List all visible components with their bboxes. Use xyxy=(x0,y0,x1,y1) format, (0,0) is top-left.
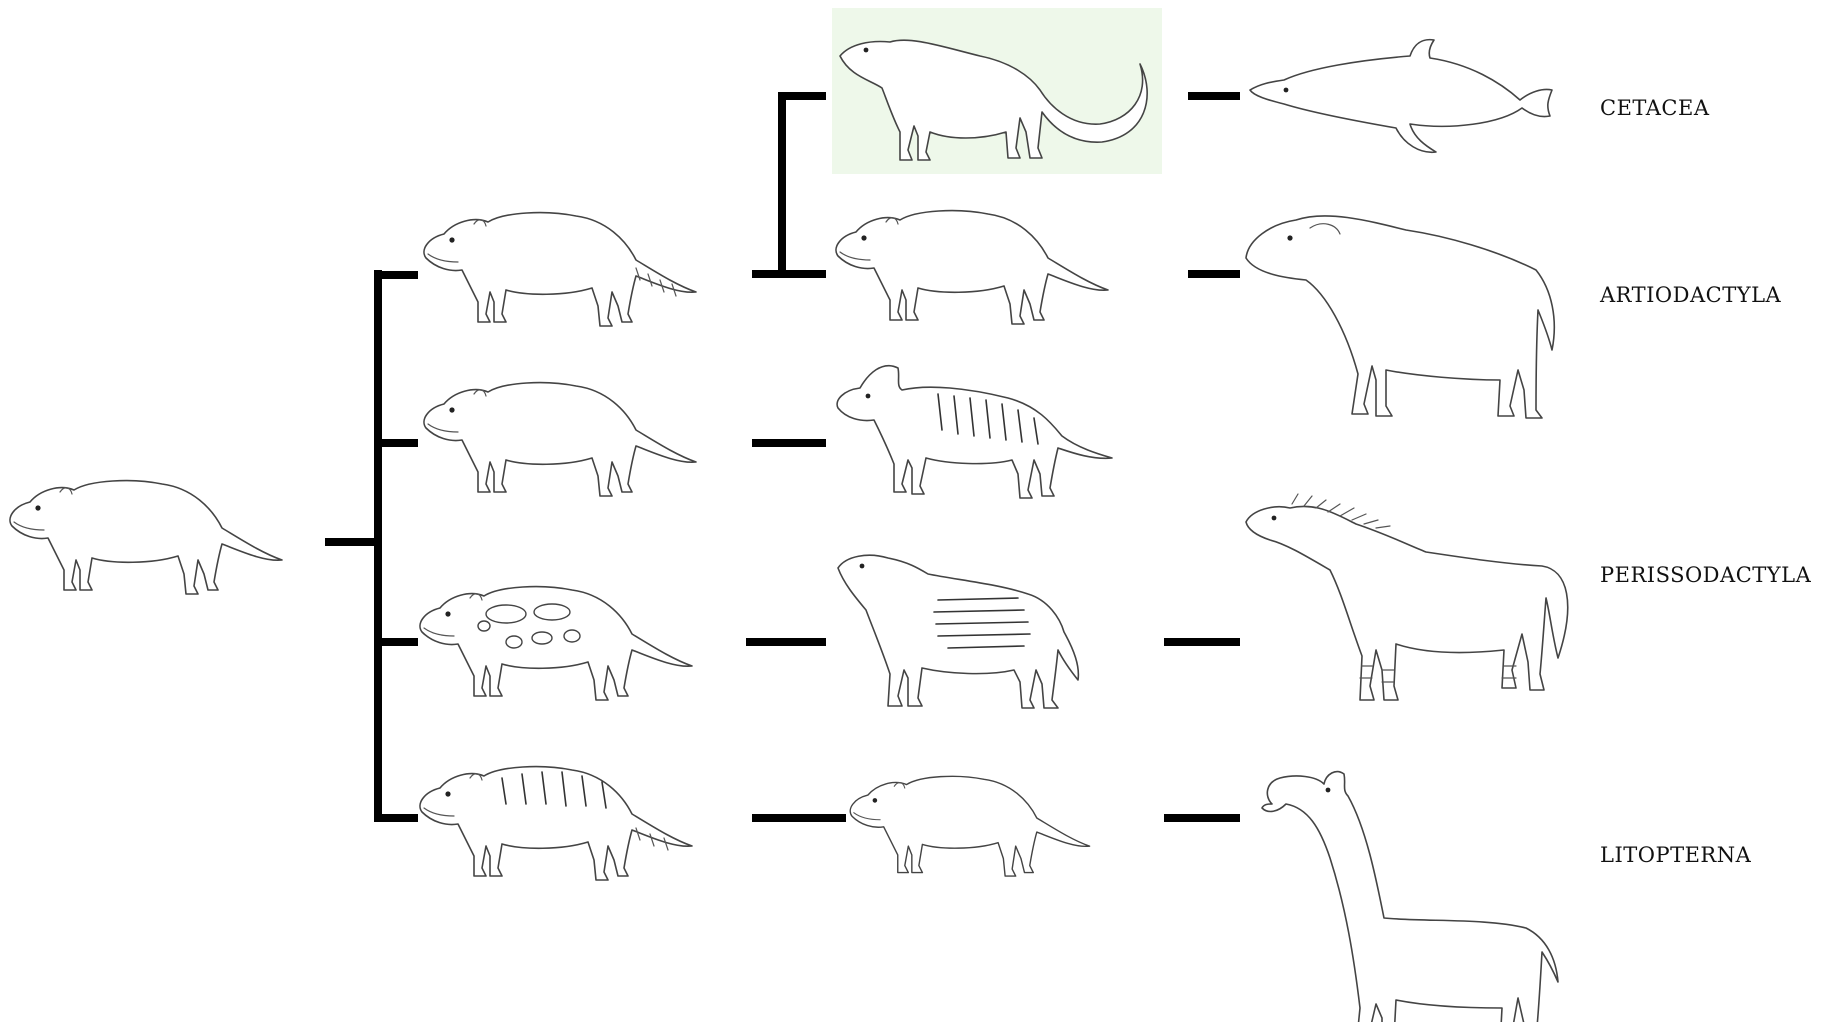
clade-label-perissodactyla: PERISSODACTYLA xyxy=(1600,563,1812,587)
early-ungulate-2-icon xyxy=(423,381,697,497)
dolphin-icon xyxy=(1249,38,1553,153)
clade-label-cetacea: CETACEA xyxy=(1600,96,1710,120)
primitive-artiodactyl-icon xyxy=(835,209,1109,325)
pakicetus-icon xyxy=(839,39,1148,161)
striped-tapir-like-icon xyxy=(837,554,1080,709)
striped-ungulate-icon xyxy=(419,765,693,881)
macrauchenia-icon xyxy=(1261,770,1559,1022)
striped-hyena-like-icon xyxy=(836,364,1113,499)
boar-icon xyxy=(1245,215,1556,419)
spotted-ungulate-icon xyxy=(419,585,693,701)
zebra-horse-icon xyxy=(1245,493,1569,701)
primitive-mammal-icon xyxy=(9,479,283,595)
clade-label-litopterna: LITOPTERNA xyxy=(1600,843,1752,867)
tree-branches xyxy=(325,92,1240,822)
clade-label-artiodactyla: ARTIODACTYLA xyxy=(1600,283,1782,307)
early-ungulate-1-icon xyxy=(423,211,697,327)
small-litoptern-ancestor-icon xyxy=(849,775,1091,877)
